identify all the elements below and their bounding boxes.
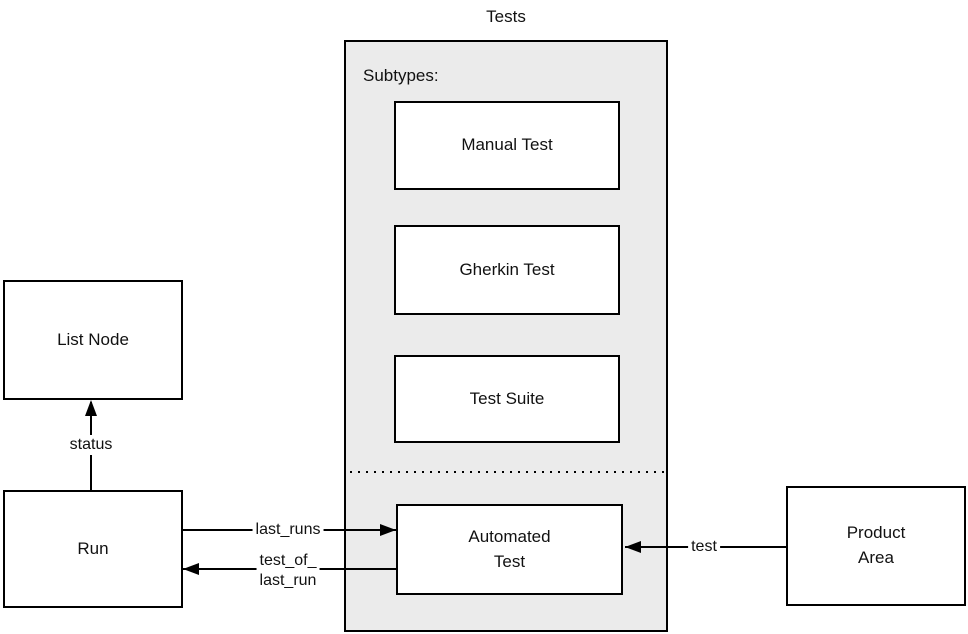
node-list-node-label: List Node — [57, 329, 129, 349]
subtype-separator-dotted-line — [350, 471, 664, 473]
node-gherkin-test: Gherkin Test — [394, 225, 620, 315]
arrowhead-right-icon — [380, 524, 396, 536]
edge-test-label: test — [688, 537, 720, 557]
node-run: Run — [3, 490, 183, 608]
node-test-suite-label: Test Suite — [469, 388, 545, 408]
node-manual-test: Manual Test — [394, 101, 620, 190]
arrowhead-left-icon — [183, 563, 199, 575]
edge-last-runs-label: last_runs — [252, 520, 324, 540]
node-gherkin-test-label: Gherkin Test — [459, 259, 555, 279]
edge-status-label: status — [66, 435, 116, 455]
node-test-suite: Test Suite — [394, 355, 620, 443]
edge-test-of-last-run-label: test_of_ last_run — [256, 551, 320, 591]
node-run-label: Run — [77, 538, 109, 558]
diagram-title: Tests — [486, 7, 526, 26]
node-manual-test-label: Manual Test — [461, 135, 553, 155]
arrowhead-up-icon — [85, 400, 97, 416]
node-automated-test-label: Automated Test — [468, 526, 551, 571]
arrowhead-left-icon — [625, 541, 641, 553]
node-automated-test: Automated Test — [396, 504, 623, 595]
node-product-area: Product Area — [786, 486, 966, 606]
subtypes-heading: Subtypes: — [363, 66, 439, 85]
node-product-area-label: Product Area — [846, 523, 906, 567]
node-list-node: List Node — [3, 280, 183, 400]
